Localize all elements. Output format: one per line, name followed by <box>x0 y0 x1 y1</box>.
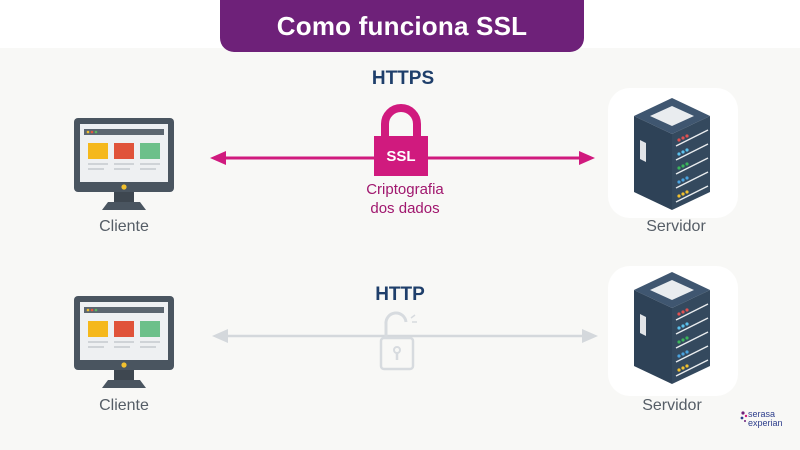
server-rack-icon <box>634 98 710 210</box>
server-label-http: Servidor <box>642 397 702 414</box>
client-monitor-icon <box>74 296 174 388</box>
logo-text: serasa experian <box>748 409 783 428</box>
server-rack-icon <box>634 272 710 384</box>
server-label-https: Servidor <box>646 218 706 235</box>
http-bidirectional-arrow <box>212 329 598 343</box>
ssl-lock-label: SSL <box>386 148 416 165</box>
client-label-https: Cliente <box>99 218 149 235</box>
caption-line-1: Criptografia <box>366 181 444 198</box>
serasa-experian-logo: serasa experian <box>740 410 800 438</box>
client-label-http: Cliente <box>99 397 149 414</box>
https-label: HTTPS <box>371 68 435 89</box>
http-label: HTTP <box>375 284 425 305</box>
logo-dots-icon <box>740 411 748 422</box>
page-title: Como funciona SSL <box>276 10 528 41</box>
caption-line-2: dos dados <box>370 200 440 217</box>
open-padlock-icon <box>379 311 417 371</box>
client-monitor-icon <box>74 118 174 210</box>
closed-padlock-icon <box>374 104 428 176</box>
encryption-caption: Criptografia dos dados <box>340 180 470 218</box>
title-banner: Como funciona SSL <box>220 0 584 52</box>
